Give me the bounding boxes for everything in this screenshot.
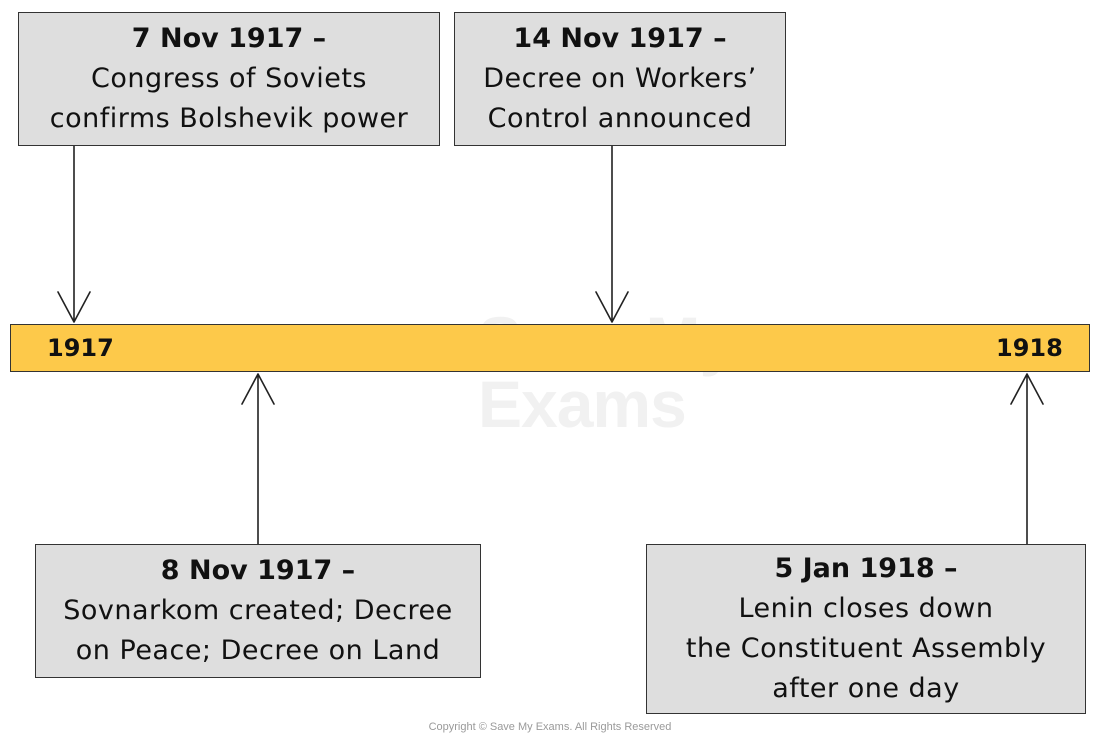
event-text-line: Congress of Soviets [91, 63, 367, 94]
timeline-end-year: 1918 [996, 334, 1063, 362]
arrow-up-event-3 [241, 373, 275, 545]
event-box-7-nov-1917: 7 Nov 1917 – Congress of Soviets confirm… [18, 12, 440, 146]
event-text-line: confirms Bolshevik power [49, 103, 409, 134]
arrow-up-event-4 [1010, 373, 1044, 545]
event-text-line: Control announced [487, 103, 753, 134]
timeline-bar [10, 324, 1090, 372]
watermark-line-2: Exams [478, 367, 687, 441]
arrow-down-event-2 [595, 145, 629, 323]
event-box-5-jan-1918: 5 Jan 1918 – Lenin closes down the Const… [646, 544, 1086, 714]
event-text-line: Sovnarkom created; Decree [63, 595, 453, 626]
event-date: 7 Nov 1917 – [131, 23, 327, 54]
event-text-line: the Constituent Assembly [685, 633, 1047, 664]
event-box-14-nov-1917: 14 Nov 1917 – Decree on Workers’ Control… [454, 12, 786, 146]
arrow-down-event-1 [57, 145, 91, 323]
copyright-notice: Copyright © Save My Exams. All Rights Re… [428, 721, 672, 733]
event-text-line: on Peace; Decree on Land [75, 635, 441, 666]
event-box-8-nov-1917: 8 Nov 1917 – Sovnarkom created; Decree o… [35, 544, 481, 678]
event-text-line: Decree on Workers’ [483, 63, 757, 94]
event-text-line: after one day [772, 673, 960, 704]
timeline-start-year: 1917 [47, 334, 114, 362]
event-date: 5 Jan 1918 – [774, 553, 958, 584]
event-date: 8 Nov 1917 – [160, 555, 356, 586]
event-text-line: Lenin closes down [738, 593, 994, 624]
event-date: 14 Nov 1917 – [513, 23, 727, 54]
